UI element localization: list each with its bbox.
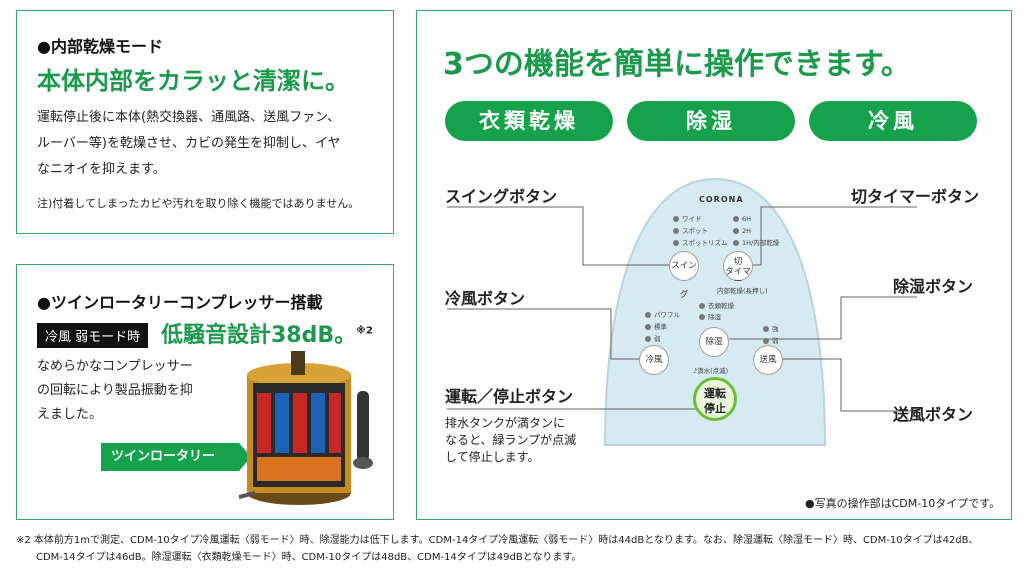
led-indicator	[645, 324, 651, 330]
swing-button[interactable]: スイング	[669, 251, 699, 300]
remote-panel-shape	[603, 177, 827, 446]
compressor-heading: ●ツインロータリーコンプレッサー搭載	[37, 293, 323, 312]
drying-note: 注)付着してしまったカビや汚れを取り除く機能ではありません。	[37, 197, 360, 210]
callout-dehumid: 除湿ボタン	[893, 277, 974, 296]
fan-leds: 強 弱	[763, 323, 779, 347]
callout-swing: スイングボタン	[445, 187, 558, 206]
led-indicator	[763, 338, 769, 344]
footnote: ※2 本体前方1mで測定、CDM-10タイプ冷風運転〈弱モード〉時、除湿能力は低…	[16, 535, 979, 563]
function-laundry-dry: 衣類乾燥	[445, 101, 613, 141]
run-stop-button[interactable]: 運転 停止	[693, 377, 737, 421]
led-indicator	[673, 216, 679, 222]
photo-note: ●写真の操作部はCDM-10タイプです。	[805, 497, 1001, 510]
led-indicator	[645, 312, 651, 318]
callout-run-stop: 運転／停止ボタン	[445, 387, 574, 406]
timer-button[interactable]: 切 タイマー	[723, 251, 753, 287]
led-indicator	[733, 228, 739, 234]
noise-title: 低騒音設計38dB。※2	[161, 323, 373, 348]
led-indicator	[699, 314, 705, 320]
timer-leds: 6H 2H 1H/内部乾燥	[733, 213, 779, 249]
internal-dry-label: 内部乾燥(長押し)	[717, 287, 768, 295]
callout-lines	[447, 206, 917, 412]
function-dehumidify: 除湿	[627, 101, 795, 141]
mode-label: 冷風 弱モード時	[37, 323, 149, 348]
led-indicator	[699, 303, 705, 309]
controls-title: 3つの機能を簡単に操作できます。	[443, 47, 911, 82]
led-indicator	[673, 228, 679, 234]
fan-button[interactable]: 送風	[753, 345, 783, 375]
function-cool: 冷風	[809, 101, 977, 141]
swing-leds: ワイド スポット スポットリズム	[673, 213, 728, 249]
dehumidify-button[interactable]: 除湿	[699, 327, 729, 357]
mode-leds: 衣類乾燥 除湿	[699, 301, 734, 323]
led-indicator	[763, 326, 769, 332]
cool-button[interactable]: 冷風	[639, 345, 669, 375]
twin-rotary-badge: ツインロータリー	[101, 443, 251, 471]
cool-leds: パワフル 標準 弱	[645, 309, 680, 345]
led-indicator	[673, 240, 679, 246]
compressor-illustration	[239, 351, 373, 505]
drying-body: 運転停止後に本体(熱交換器、通風路、送風ファン、 ルーバー等)を乾燥させ、カビの…	[37, 110, 341, 177]
callout-timer: 切タイマーボタン	[851, 187, 980, 206]
led-indicator	[733, 240, 739, 246]
compressor-body: なめらかなコンプレッサー の回転により製品振動を抑 えました。	[37, 359, 193, 422]
callout-cool: 冷風ボタン	[445, 289, 526, 308]
brand-logo: CORONA	[699, 195, 744, 204]
tank-full-label: ♪満水(点滅)	[693, 367, 729, 375]
drying-heading: ●内部乾燥モード	[37, 37, 163, 56]
led-indicator	[733, 216, 739, 222]
drying-title: 本体内部をカラッと清潔に。	[37, 67, 349, 95]
controls-panel: 3つの機能を簡単に操作できます。 衣類乾燥 除湿 冷風 スイングボタン 切タイマ…	[416, 10, 1012, 520]
compressor-panel: ●ツインロータリーコンプレッサー搭載 冷風 弱モード時 低騒音設計38dB。※2…	[16, 264, 394, 520]
callout-fan: 送風ボタン	[893, 405, 974, 424]
internal-drying-panel: ●内部乾燥モード 本体内部をカラッと清潔に。 運転停止後に本体(熱交換器、通風路…	[16, 10, 394, 234]
led-indicator	[645, 336, 651, 342]
run-stop-description: 排水タンクが満タンに なると、緑ランプが点滅 して停止します。	[445, 416, 577, 464]
